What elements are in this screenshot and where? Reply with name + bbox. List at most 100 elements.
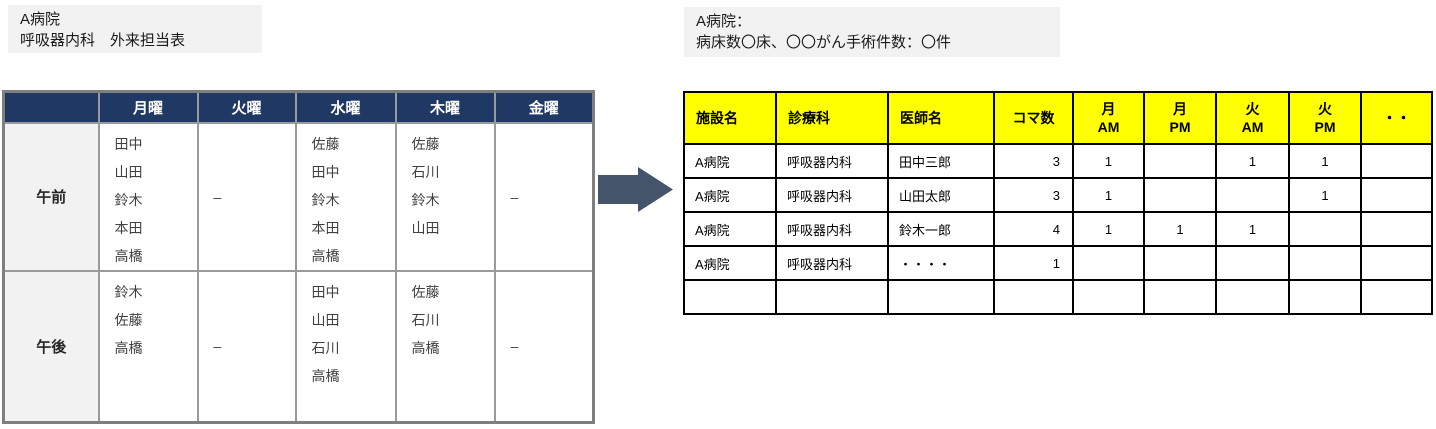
- staff-name: 石川: [411, 163, 440, 180]
- output-cell: 1: [1143, 211, 1217, 247]
- output-col-header: ・・: [1360, 91, 1433, 145]
- output-cell: 田中三郎: [887, 143, 995, 179]
- schedule-row: 午後鈴木佐藤高橋–田中山田石川高橋佐藤石川高橋–: [2, 269, 595, 424]
- day-header: 火曜: [196, 90, 297, 124]
- output-cell: [775, 279, 889, 315]
- schedule-row: 午前田中山田鈴木本田高橋–佐藤田中鈴木本田高橋佐藤石川鈴木山田–: [2, 121, 595, 272]
- output-col-header: 医師名: [887, 91, 995, 145]
- schedule-title-box: A病院 呼吸器内科 外来担当表: [8, 5, 262, 53]
- output-cell: [1288, 279, 1362, 315]
- staff-name: 山田: [311, 311, 340, 328]
- day-header: 月曜: [97, 90, 199, 124]
- output-title-hospital: A病院：: [696, 13, 752, 30]
- output-row: A病院呼吸器内科・・・・1: [683, 245, 1433, 281]
- output-cell: 呼吸器内科: [775, 177, 889, 213]
- output-col-header: 火 PM: [1288, 91, 1362, 145]
- output-cell: [993, 279, 1074, 315]
- output-cell: [1072, 245, 1145, 281]
- schedule-cell: 佐藤田中鈴木本田高橋: [294, 121, 397, 272]
- output-cell: [683, 279, 777, 315]
- schedule-title-department: 呼吸器内科 外来担当表: [20, 32, 186, 49]
- staff-name: 鈴木: [114, 283, 143, 300]
- staff-name: 田中: [114, 135, 143, 152]
- output-cell: 1: [1072, 143, 1145, 179]
- schedule-cell-empty: –: [493, 269, 595, 424]
- output-cell: 1: [1072, 177, 1145, 213]
- outpatient-schedule-table: 月曜火曜水曜木曜金曜午前田中山田鈴木本田高橋–佐藤田中鈴木本田高橋佐藤石川鈴木山…: [2, 90, 595, 424]
- output-cell: [1143, 279, 1217, 315]
- arrow-shape: [598, 167, 673, 212]
- output-cell: 1: [1288, 177, 1362, 213]
- output-cell: A病院: [683, 177, 777, 213]
- staff-name: 本田: [114, 219, 143, 236]
- staff-name: 石川: [311, 339, 340, 356]
- schedule-cell: 鈴木佐藤高橋: [97, 269, 199, 424]
- output-cell: [1143, 177, 1217, 213]
- output-cell: [1360, 279, 1433, 315]
- output-cell: [1360, 177, 1433, 213]
- output-cell: A病院: [683, 143, 777, 179]
- output-cell: A病院: [683, 211, 777, 247]
- output-cell: [887, 279, 995, 315]
- output-col-header: 診療科: [775, 91, 889, 145]
- day-header: 金曜: [493, 90, 595, 124]
- schedule-title-hospital: A病院: [20, 11, 61, 28]
- staff-name: 田中: [311, 283, 340, 300]
- output-cell: 1: [1215, 143, 1290, 179]
- output-cell: [1072, 279, 1145, 315]
- output-cell: [1143, 143, 1217, 179]
- output-cell: 4: [993, 211, 1074, 247]
- output-col-header: 月 PM: [1143, 91, 1217, 145]
- output-col-header: 火 AM: [1215, 91, 1290, 145]
- schedule-corner-cell: [2, 90, 100, 124]
- staff-name: 高橋: [411, 339, 440, 356]
- output-cell: [1215, 279, 1290, 315]
- output-cell: 3: [993, 143, 1074, 179]
- staff-name: 佐藤: [114, 311, 143, 328]
- output-cell: [1215, 245, 1290, 281]
- period-label: 午前: [2, 121, 100, 272]
- output-cell: 呼吸器内科: [775, 245, 889, 281]
- schedule-cell: 佐藤石川鈴木山田: [394, 121, 496, 272]
- output-cell: 3: [993, 177, 1074, 213]
- output-col-header: 施設名: [683, 91, 777, 145]
- staff-name: 山田: [411, 219, 440, 236]
- output-title-box: A病院： 病床数〇床、〇〇がん手術件数：〇件: [684, 7, 1060, 57]
- staff-name: 本田: [311, 219, 340, 236]
- staff-name: 佐藤: [311, 135, 340, 152]
- output-cell: [1360, 211, 1433, 247]
- output-cell: 1: [1288, 143, 1362, 179]
- day-header: 木曜: [394, 90, 496, 124]
- staff-name: 鈴木: [411, 191, 440, 208]
- staff-name: 高橋: [114, 247, 143, 264]
- staff-name: 鈴木: [311, 191, 340, 208]
- output-cell: [1288, 245, 1362, 281]
- output-cell: A病院: [683, 245, 777, 281]
- schedule-cell: 田中山田石川高橋: [294, 269, 397, 424]
- output-col-header: 月 AM: [1072, 91, 1145, 145]
- staff-name: 高橋: [311, 367, 340, 384]
- output-cell: 1: [993, 245, 1074, 281]
- output-cell: [1143, 245, 1217, 281]
- staff-name: 高橋: [311, 247, 340, 264]
- output-cell: 呼吸器内科: [775, 211, 889, 247]
- output-cell: ・・・・: [887, 245, 995, 281]
- output-cell: 鈴木一郎: [887, 211, 995, 247]
- day-header: 水曜: [294, 90, 397, 124]
- output-col-header: コマ数: [993, 91, 1074, 145]
- schedule-cell: 佐藤石川高橋: [394, 269, 496, 424]
- output-cell: [1215, 177, 1290, 213]
- output-cell: [1360, 143, 1433, 179]
- output-cell: 1: [1215, 211, 1290, 247]
- schedule-cell-empty: –: [493, 121, 595, 272]
- transform-arrow-icon: [598, 167, 673, 212]
- staff-name: 高橋: [114, 339, 143, 356]
- output-title-stats: 病床数〇床、〇〇がん手術件数：〇件: [696, 34, 952, 51]
- output-cell: 1: [1072, 211, 1145, 247]
- output-cell: [1288, 211, 1362, 247]
- output-cell: 山田太郎: [887, 177, 995, 213]
